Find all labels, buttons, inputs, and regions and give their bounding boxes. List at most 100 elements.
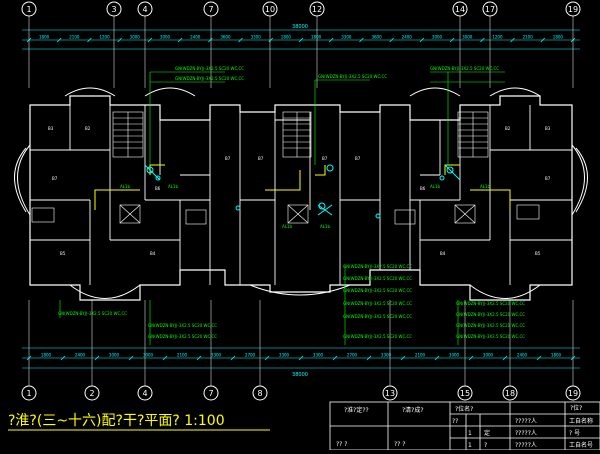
dimension-label: 2100 xyxy=(523,35,534,40)
top-dimension-ticks xyxy=(26,37,576,43)
dimension-label: 3300 xyxy=(251,35,262,40)
stairwells xyxy=(112,111,489,158)
axis-label: 14 xyxy=(455,5,465,14)
axis-label: 19 xyxy=(568,389,578,398)
dimension-tick xyxy=(419,37,425,43)
dimension-label: 2400 xyxy=(75,353,86,358)
dimension-tick xyxy=(434,355,440,361)
svg-text:AL1b: AL1b xyxy=(168,184,179,189)
axis-bubble: 2 xyxy=(84,385,100,401)
title-block-cell: 1 xyxy=(468,442,472,449)
title-block-cell: ? xyxy=(484,442,487,449)
dimension-tick xyxy=(510,37,515,43)
dimension-label: 3000 xyxy=(109,353,120,358)
dimension-label: 3300 xyxy=(381,353,392,358)
bottom-mid-notes: GN(WDZN-BYJ)-3X2.5 SC20 WC,CC GN(WDZN-BY… xyxy=(343,264,412,339)
axis-bubble: 15 xyxy=(457,385,473,401)
title-block-cell: ?清?成? xyxy=(402,406,424,414)
dimension-tick xyxy=(332,355,338,361)
svg-text:AL1b: AL1b xyxy=(430,184,441,189)
svg-text:B7: B7 xyxy=(52,176,58,181)
dimension-label: 3300 xyxy=(313,353,324,358)
svg-text:B4: B4 xyxy=(150,251,156,256)
axis-label: 7 xyxy=(208,5,213,14)
svg-text:B5: B5 xyxy=(535,251,541,256)
axis-label: 8 xyxy=(257,389,262,398)
dimension-label: 3000 xyxy=(432,35,443,40)
leader-note: GN(WDZN-BYJ)-3X2.5 SC20 WC,CC xyxy=(430,66,499,71)
axis-bubble: 19 xyxy=(565,1,581,17)
dimension-tick xyxy=(177,37,183,43)
dimension-tick xyxy=(570,355,576,361)
dimension-label: 2100 xyxy=(415,353,426,358)
dimension-label: 2100 xyxy=(69,35,80,40)
dimension-label: 2700 xyxy=(347,353,358,358)
dimension-tick xyxy=(117,37,122,43)
leader-note: GN(WDZN-BYJ)-3X2.5 SC20 WC,CC xyxy=(456,312,525,317)
svg-text:B5: B5 xyxy=(60,251,66,256)
leader-note: GN(WDZN-BYJ)-3X2.5 SC20 WC,CC xyxy=(343,288,412,293)
axis-bubble: 7 xyxy=(203,385,219,401)
axis-label: 13 xyxy=(385,389,395,398)
svg-text:B6: B6 xyxy=(155,186,161,191)
svg-text:B4: B4 xyxy=(440,251,446,256)
leader-note: GN(WDZN-BYJ)-3X2.5 SC20 WC,CC xyxy=(343,334,412,339)
dimension-tick xyxy=(162,355,168,361)
dimension-label: 2400 xyxy=(517,353,528,358)
dimension-label: 1800 xyxy=(551,353,562,358)
title-block-cell: ?? xyxy=(452,418,458,425)
axis-lines-bottom xyxy=(28,300,574,386)
svg-text:B7: B7 xyxy=(545,176,551,181)
axis-bubble: 8 xyxy=(252,385,268,401)
axis-bubble: 12 xyxy=(309,1,325,17)
dimension-tick xyxy=(128,355,134,361)
dimension-label: 1800 xyxy=(41,353,52,358)
axis-bubble: 3 xyxy=(106,1,122,17)
dimension-tick xyxy=(536,355,542,361)
axis-bubble: 4 xyxy=(137,385,153,401)
bottom-left-notes: GN(WDZN-BYJ)-3X2.5 SC20 WC,CC GN(WDZN-BY… xyxy=(58,311,217,339)
dimension-tick xyxy=(328,37,334,43)
svg-text:B2: B2 xyxy=(505,126,511,131)
axis-bubble: 1 xyxy=(21,385,37,401)
dimension-label: 1800 xyxy=(281,35,292,40)
title-block-cell: ?????人 xyxy=(515,430,537,437)
dimension-label: 3300 xyxy=(279,353,290,358)
leader-note: GN(WDZN-BYJ)-3X2.5 SC20 WC,CC xyxy=(456,301,525,306)
dimension-label: 3000 xyxy=(130,35,141,40)
dimension-tick xyxy=(400,355,406,361)
leader-note: GN(WDZN-BYJ)-3X2.5 SC20 WC,CC xyxy=(343,301,412,306)
axis-label: 7 xyxy=(208,389,213,398)
leader-note: GN(WDZN-BYJ)-3X2.5 SC20 WC,CC xyxy=(343,314,412,319)
axis-bubble: 17 xyxy=(482,1,498,17)
elevator-shafts xyxy=(31,204,540,225)
dimension-label: 2700 xyxy=(245,353,256,358)
top-axis-bubbles: 1 3 4 7 10 12 14 17 19 xyxy=(21,1,581,17)
title-block-cell: ?????人 xyxy=(515,418,537,425)
dimension-tick xyxy=(87,37,92,43)
electrical-fixtures xyxy=(144,164,461,219)
leader-note: GN(WDZN-BYJ)-3X2.5 SC20 WC,CC xyxy=(456,323,525,328)
dimension-label: 3300 xyxy=(341,35,352,40)
bottom-total-dimension: 38000 xyxy=(292,372,308,378)
svg-text:B3: B3 xyxy=(545,126,551,131)
leader-note: GN(WDZN-BYJ)-3X2.5 SC20 WC,CC xyxy=(175,66,244,71)
top-leader-notes: GN(WDZN-BYJ)-3X2.5 SC20 WC,CC GN(WDZN-BY… xyxy=(175,66,499,81)
dimension-label: 3600 xyxy=(220,35,231,40)
axis-label: 18 xyxy=(505,389,515,398)
dimension-label: 1200 xyxy=(492,35,503,40)
dimension-tick xyxy=(468,355,474,361)
title-block-cell: 工自名号 xyxy=(569,441,593,449)
svg-text:B7: B7 xyxy=(322,156,328,161)
dimension-label: 2400 xyxy=(190,35,201,40)
dimension-tick xyxy=(196,355,202,361)
bottom-axis-bubbles: 1 2 4 7 8 13 15 18 19 xyxy=(21,385,581,401)
title-block-cell: ?位名? xyxy=(455,405,473,413)
axis-label: 19 xyxy=(568,5,578,14)
dimension-tick xyxy=(366,355,372,361)
dimension-label: 3000 xyxy=(462,35,473,40)
dimension-tick xyxy=(449,37,455,43)
